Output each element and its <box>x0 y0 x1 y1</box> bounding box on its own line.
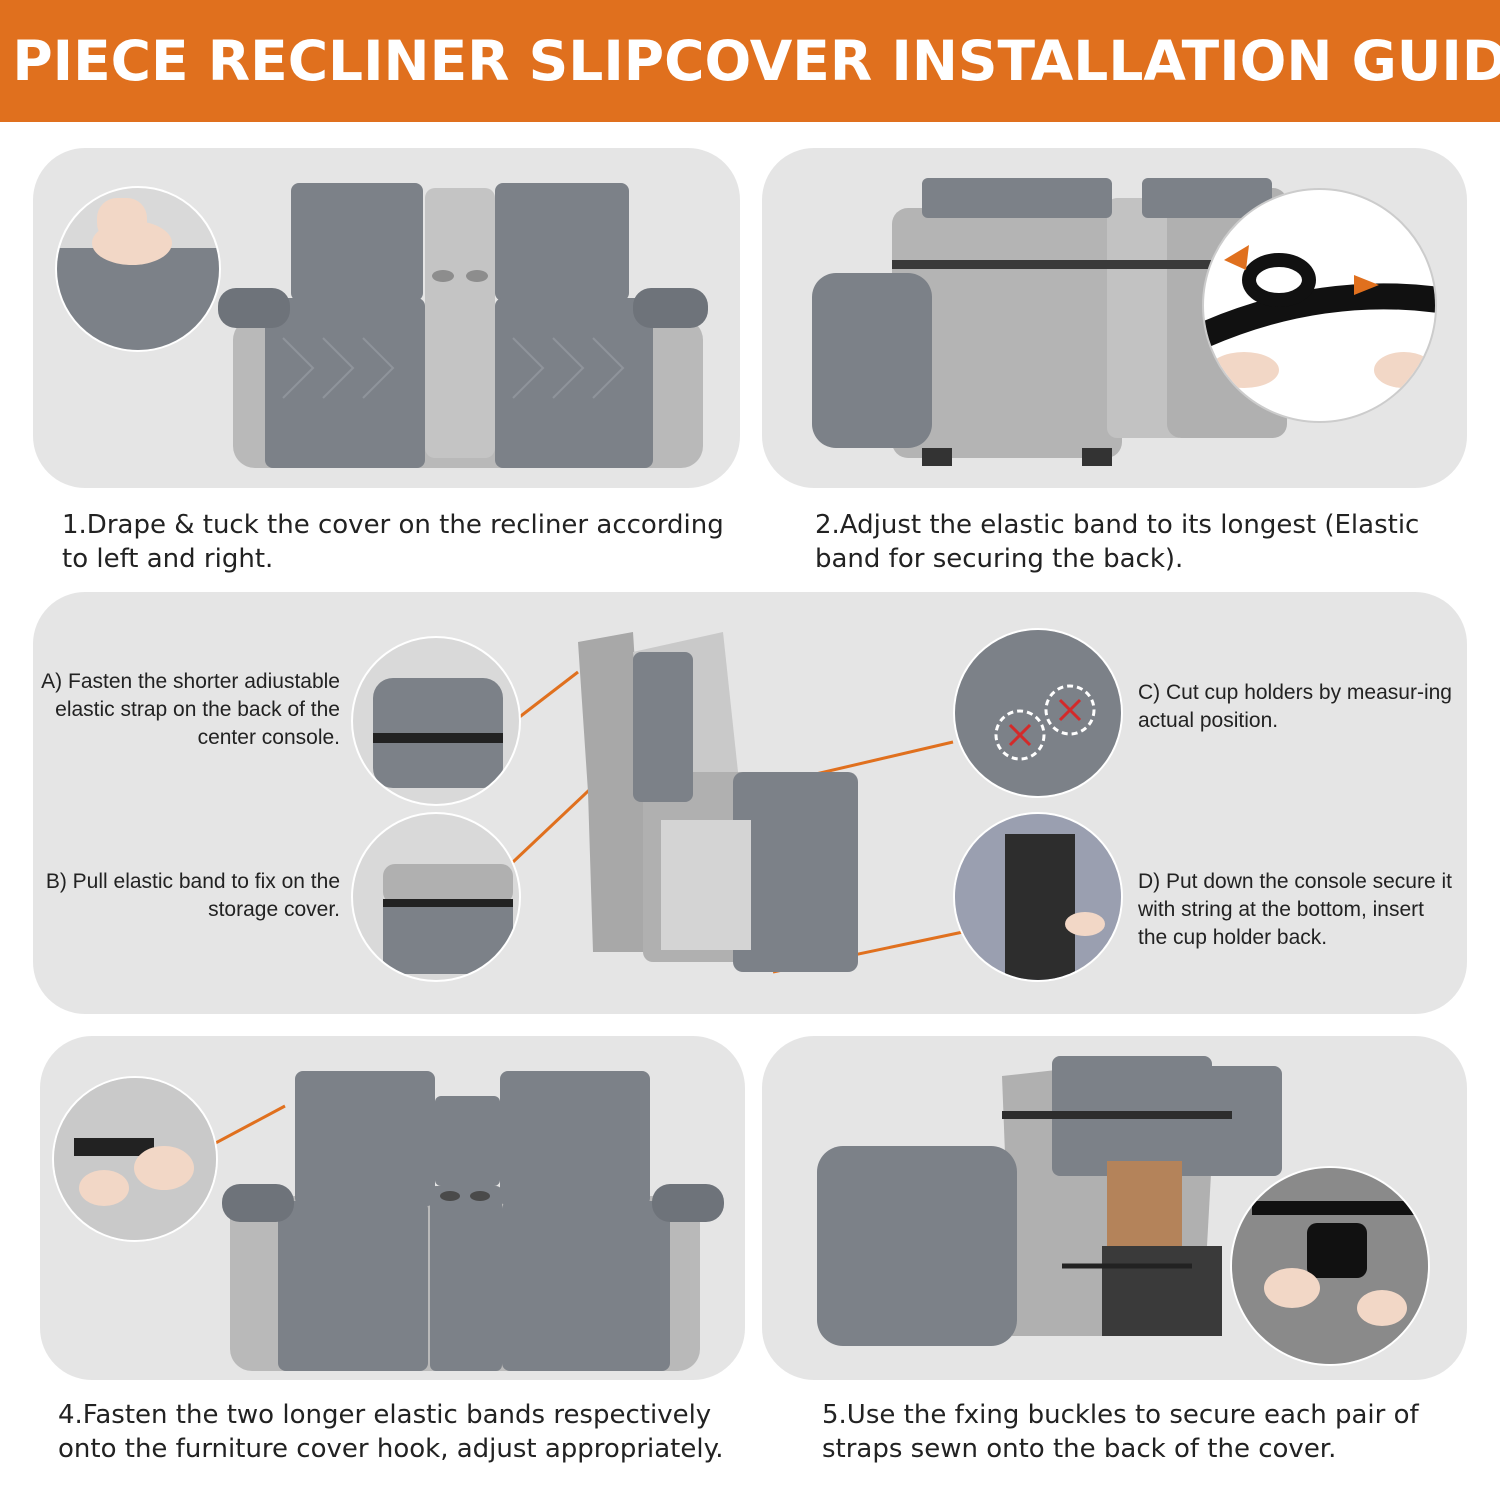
step-3-console-illustration <box>33 592 1467 1014</box>
step-2-caption: 2.Adjust the elastic band to its longest… <box>815 510 1420 574</box>
step-5-caption: 5.Use the fxing buckles to secure each p… <box>822 1400 1419 1464</box>
fixing-buckle-image <box>1232 1168 1428 1364</box>
page-title: 1 PIECE RECLINER SLIPCOVER INSTALLATION … <box>0 29 1500 93</box>
detail-circle-b <box>351 812 521 982</box>
fastening-hook-image <box>54 1078 216 1240</box>
step-1-caption: 1.Drape & tuck the cover on the recliner… <box>62 510 724 574</box>
arrow-icon <box>1224 245 1249 270</box>
detail-circle-c <box>953 628 1123 798</box>
cup-holder-cut-image <box>955 630 1121 796</box>
detail-circle-a <box>351 636 521 806</box>
console-note-a: A) Fasten the shorter adiustable elastic… <box>41 670 340 749</box>
loveseat-illustration <box>218 183 708 468</box>
tuck-detail-circle <box>55 186 221 352</box>
step-2-illustration <box>762 148 1467 488</box>
step-5-illustration <box>762 1036 1467 1380</box>
console-back-strap-image <box>373 678 503 788</box>
elastic-strap-image <box>1204 245 1435 388</box>
step-1-illustration <box>33 148 740 488</box>
hands-tucking-image <box>57 198 219 350</box>
recliner-buckle-illustration <box>817 1056 1282 1346</box>
scissors-icon <box>1008 698 1082 747</box>
title-banner: 1 PIECE RECLINER SLIPCOVER INSTALLATION … <box>0 0 1500 122</box>
console-note-b: B) Pull elastic band to fix on the stora… <box>45 870 340 921</box>
detail-circle-d <box>953 812 1123 982</box>
hook-detail-circle <box>52 1076 218 1242</box>
step-4-illustration <box>40 1036 745 1380</box>
step-4-caption: 4.Fasten the two longer elastic bands re… <box>58 1400 724 1464</box>
buckle-detail-circle <box>1230 1166 1430 1366</box>
covered-loveseat-illustration <box>209 1071 724 1371</box>
strap-detail-circle <box>1202 188 1437 423</box>
storage-cover-band-image <box>383 864 513 974</box>
console-note-d: D) Put down the console secure it with s… <box>1138 870 1452 949</box>
console-string-image <box>955 814 1121 980</box>
console-note-c: C) Cut cup holders by measur-ing actual … <box>1138 681 1452 732</box>
arrow-icon <box>1354 275 1379 295</box>
console-illustration <box>511 632 964 974</box>
